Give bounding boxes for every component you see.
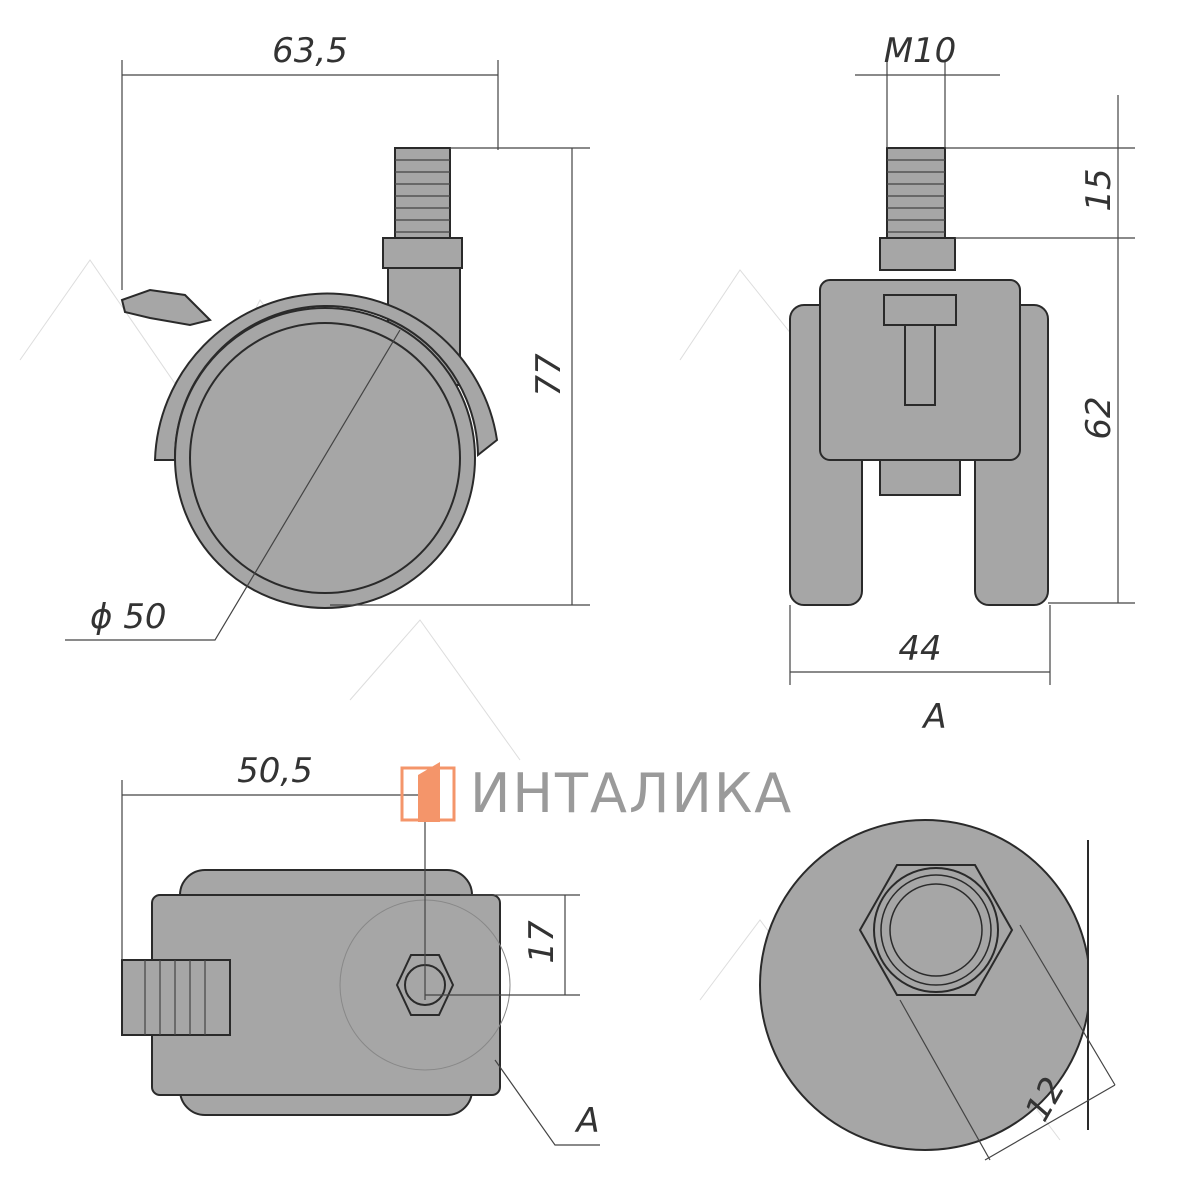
dim-77: 77 bbox=[529, 353, 569, 397]
dim-line-63-5 bbox=[121, 60, 499, 290]
front-view: M10 15 62 44 A bbox=[789, 31, 1135, 737]
dim-m10: M10 bbox=[884, 31, 957, 71]
detail-view-a: 12 bbox=[759, 819, 1116, 1161]
brake-pedal bbox=[121, 959, 231, 1036]
dim-17: 17 bbox=[522, 920, 562, 964]
hex-nut bbox=[879, 237, 956, 271]
wheel-housing bbox=[153, 292, 499, 461]
dim-63-5: 63,5 bbox=[272, 31, 348, 71]
logo-text: ИНТАЛИКА bbox=[470, 762, 793, 825]
dim-diameter-50: ϕ 50 bbox=[90, 597, 167, 637]
view-label-a: A bbox=[921, 697, 946, 737]
thread-stem bbox=[394, 147, 451, 241]
dim-44: 44 bbox=[898, 629, 941, 669]
hex-nut bbox=[382, 237, 463, 269]
dim-62: 62 bbox=[1079, 396, 1119, 439]
section-label-a: A bbox=[574, 1101, 599, 1141]
dim-15: 15 bbox=[1079, 168, 1119, 211]
brake-pin bbox=[904, 324, 936, 406]
side-view: 63,5 77 ϕ 50 bbox=[65, 31, 590, 641]
dim-line-77 bbox=[330, 147, 590, 606]
wheel-hub bbox=[189, 322, 461, 594]
axle bbox=[879, 454, 961, 496]
thread-stem bbox=[886, 147, 946, 241]
top-view: 50,5 17 A bbox=[121, 751, 600, 1146]
brake-lever bbox=[120, 288, 212, 327]
dim-line-diameter bbox=[65, 329, 401, 641]
dim-50-5: 50,5 bbox=[237, 751, 313, 791]
brake-slot bbox=[883, 294, 957, 326]
intalika-logo: ИНТАЛИКА bbox=[400, 762, 793, 825]
